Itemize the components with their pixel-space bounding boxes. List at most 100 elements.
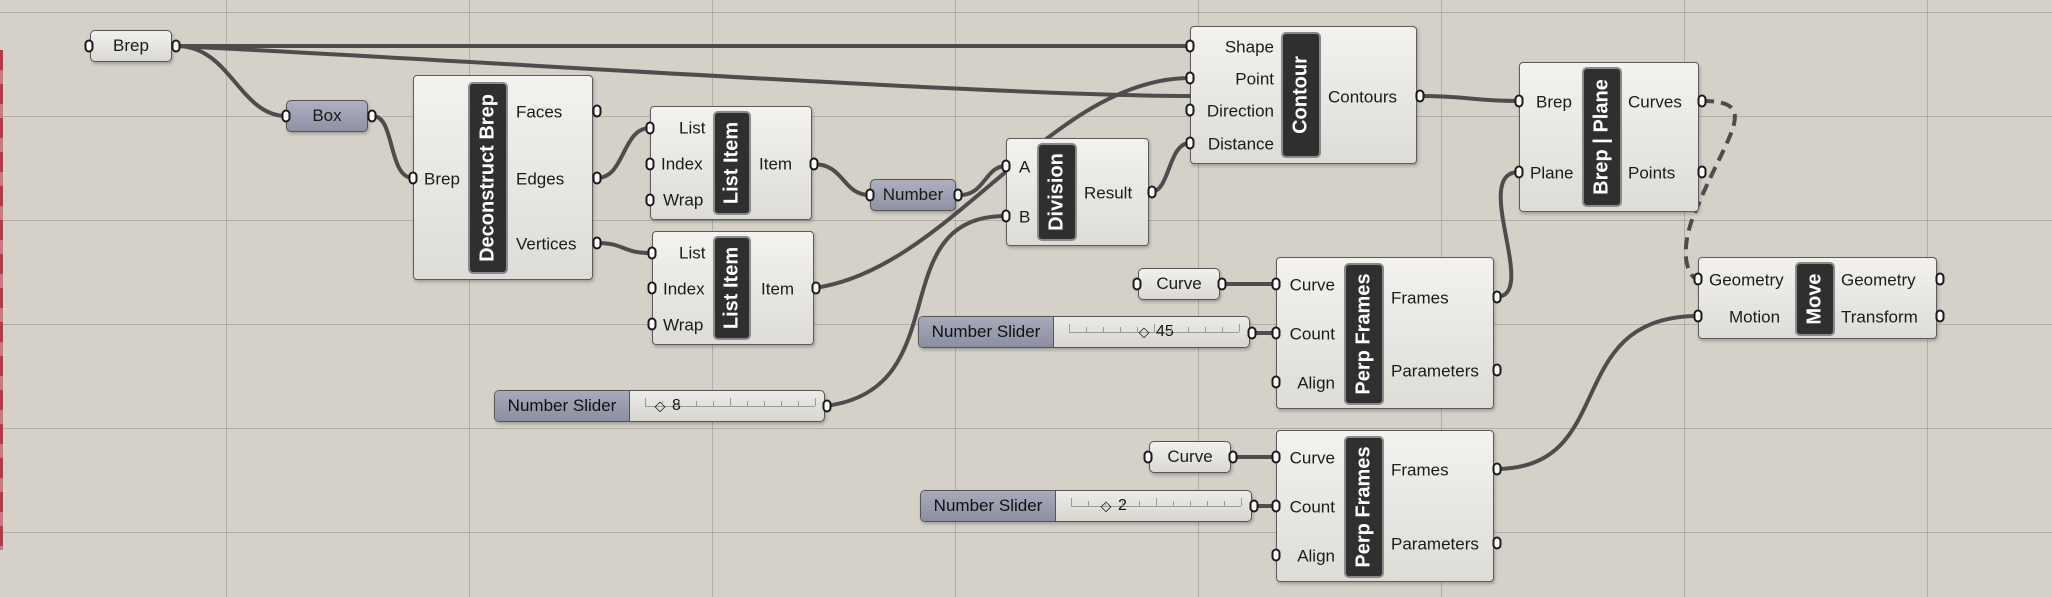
slider-tick (1069, 324, 1070, 332)
pf1-grip-parameters[interactable] (1492, 363, 1502, 377)
slider-tick (1173, 501, 1174, 506)
list2-grip-list[interactable] (647, 246, 657, 260)
list2-grip-wrap[interactable] (647, 317, 657, 331)
slider-2-output-grip[interactable] (1247, 326, 1257, 340)
number-param-output-grip[interactable] (953, 188, 963, 202)
number-param-input-grip[interactable] (865, 188, 875, 202)
contour-grip-point[interactable] (1185, 71, 1195, 85)
curve-param-2-input-grip[interactable] (1143, 450, 1153, 464)
pf2-grip-curve[interactable] (1271, 450, 1281, 464)
slider-3-knob[interactable]: ◇ (1100, 497, 1112, 514)
box-param-input-grip[interactable] (281, 109, 291, 123)
pf1-grip-frames[interactable] (1492, 290, 1502, 304)
deconstruct-grip-brep[interactable] (408, 171, 418, 185)
move-grip-transform[interactable] (1935, 309, 1945, 323)
canvas-edge-marker (0, 50, 3, 550)
contour-grip-direction[interactable] (1185, 103, 1195, 117)
curve-param-2[interactable]: Curve (1149, 441, 1231, 473)
list1-grip-wrap[interactable] (645, 193, 655, 207)
list1-input-list: List (679, 118, 706, 138)
number-slider-1[interactable]: Number Slider ◇ 8 (494, 390, 825, 422)
brep-param[interactable]: Brep (90, 30, 172, 62)
perp-frames-component-1[interactable]: Curve Count Align Perp Frames Frames Par… (1276, 257, 1494, 409)
contour-grip-shape[interactable] (1185, 39, 1195, 53)
perp-frames-component-2[interactable]: Curve Count Align Perp Frames Frames Par… (1276, 430, 1494, 582)
pf2-grip-frames[interactable] (1492, 462, 1502, 476)
move-grip-geometry-out[interactable] (1935, 272, 1945, 286)
list1-grip-index[interactable] (645, 157, 655, 171)
list1-grip-item[interactable] (809, 157, 819, 171)
division-component[interactable]: A B Division Result (1006, 138, 1149, 246)
slider-2-rail[interactable] (1069, 332, 1239, 333)
pf2-grip-align[interactable] (1271, 548, 1281, 562)
box-param[interactable]: Box (286, 100, 368, 132)
brep-plane-grip-plane[interactable] (1514, 165, 1524, 179)
list1-output-item: Item (759, 154, 793, 174)
pf1-grip-count[interactable] (1271, 326, 1281, 340)
slider-1-name: Number Slider (495, 391, 630, 421)
slider-3-name: Number Slider (921, 491, 1056, 521)
curve-param-2-output-grip[interactable] (1228, 450, 1238, 464)
pf2-grip-parameters[interactable] (1492, 536, 1502, 550)
division-grip-a[interactable] (1001, 159, 1011, 173)
pf2-nickname: Perp Frames (1344, 436, 1384, 578)
list2-grip-index[interactable] (647, 281, 657, 295)
slider-1-rail[interactable] (645, 406, 815, 407)
slider-tick (679, 401, 680, 406)
division-nickname: Division (1037, 143, 1077, 241)
brep-param-output-grip[interactable] (171, 39, 181, 53)
brep-plane-component[interactable]: Brep Plane Brep | Plane Curves Points (1519, 62, 1699, 212)
number-slider-2[interactable]: Number Slider ◇ 45 (918, 316, 1250, 348)
pf2-grip-count[interactable] (1271, 499, 1281, 513)
slider-1-knob[interactable]: ◇ (654, 397, 666, 414)
number-param[interactable]: Number (870, 179, 956, 211)
brep-plane-grip-curves[interactable] (1697, 94, 1707, 108)
brep-plane-grip-brep[interactable] (1514, 94, 1524, 108)
deconstruct-output-edges: Edges (516, 169, 565, 189)
contour-grip-contours[interactable] (1415, 89, 1425, 103)
pf1-grip-curve[interactable] (1271, 277, 1281, 291)
brep-plane-grip-points[interactable] (1697, 165, 1707, 179)
slider-tick (1139, 501, 1140, 506)
deconstruct-output-vertices: Vertices (516, 234, 577, 254)
slider-tick (1171, 327, 1172, 332)
slider-3-rail[interactable] (1071, 506, 1241, 507)
contour-grip-distance[interactable] (1185, 136, 1195, 150)
number-slider-3[interactable]: Number Slider ◇ 2 (920, 490, 1252, 522)
slider-tick (1088, 501, 1089, 506)
slider-1-output-grip[interactable] (822, 399, 832, 413)
list2-input-wrap: Wrap (663, 315, 704, 335)
contour-component[interactable]: Shape Point Direction Distance Contour C… (1190, 26, 1417, 164)
list2-input-index: Index (663, 279, 705, 299)
slider-3-output-grip[interactable] (1249, 499, 1259, 513)
move-grip-geometry-in[interactable] (1693, 272, 1703, 286)
slider-tick (1103, 327, 1104, 332)
list1-grip-list[interactable] (645, 121, 655, 135)
brep-param-input-grip[interactable] (84, 39, 94, 53)
move-component[interactable]: Geometry Motion Move Geometry Transform (1698, 257, 1937, 339)
deconstruct-grip-faces[interactable] (592, 104, 602, 118)
box-param-output-grip[interactable] (367, 109, 377, 123)
curve-param-1-output-grip[interactable] (1217, 277, 1227, 291)
curve-param-1[interactable]: Curve (1138, 268, 1220, 300)
division-grip-b[interactable] (1001, 209, 1011, 223)
deconstruct-input-brep: Brep (424, 169, 460, 189)
list-item-component-2[interactable]: List Index Wrap List Item Item (652, 231, 814, 345)
division-grip-result[interactable] (1147, 185, 1157, 199)
move-nickname: Move (1795, 262, 1835, 336)
list2-grip-item[interactable] (811, 281, 821, 295)
deconstruct-grip-edges[interactable] (592, 171, 602, 185)
list1-nickname: List Item (713, 111, 751, 215)
slider-tick (1224, 501, 1225, 506)
slider-tick (815, 398, 816, 406)
curve-param-1-input-grip[interactable] (1132, 277, 1142, 291)
slider-2-knob[interactable]: ◇ (1138, 323, 1150, 340)
deconstruct-grip-vertices[interactable] (592, 236, 602, 250)
slider-tick (696, 401, 697, 406)
slider-2-name: Number Slider (919, 317, 1054, 347)
list-item-component-1[interactable]: List Index Wrap List Item Item (650, 106, 812, 220)
move-grip-motion[interactable] (1693, 309, 1703, 323)
pf1-grip-align[interactable] (1271, 375, 1281, 389)
brep-plane-input-brep: Brep (1536, 92, 1572, 112)
deconstruct-brep-component[interactable]: Brep Deconstruct Brep Faces Edges Vertic… (413, 75, 593, 280)
